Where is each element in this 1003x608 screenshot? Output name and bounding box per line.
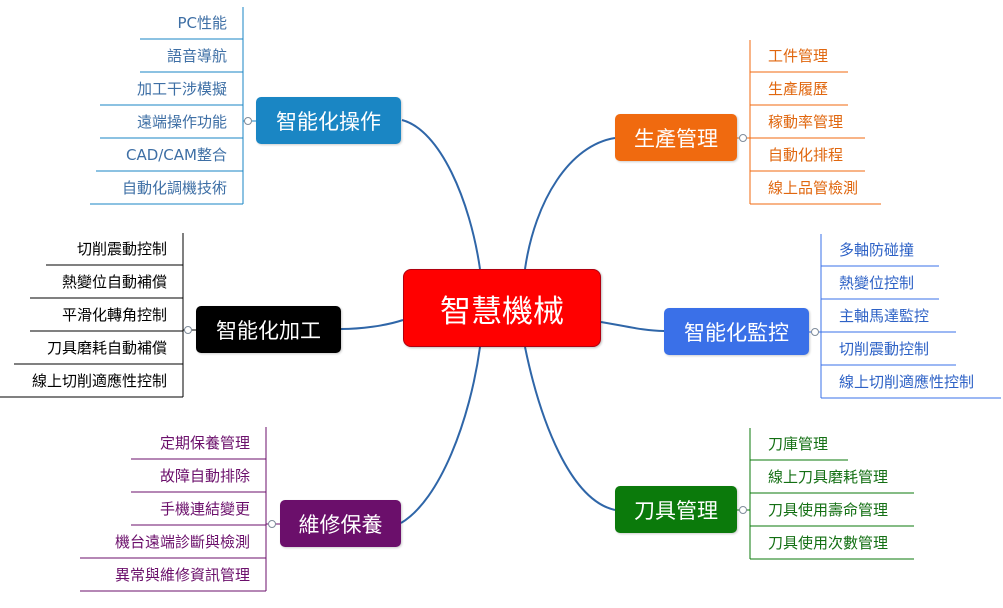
leaf-maintenance-3[interactable]: 手機連結變更 xyxy=(159,500,250,518)
leaf-maintenance-4[interactable]: 機台遠端診斷與檢測 xyxy=(114,533,250,551)
branch-production[interactable]: 生產管理 xyxy=(615,114,737,161)
leaf-smart-operation-1[interactable]: PC性能 xyxy=(177,14,227,32)
leaf-smart-operation-6[interactable]: 自動化調機技術 xyxy=(121,179,227,197)
expander-production[interactable] xyxy=(739,134,747,142)
leaf-maintenance-5[interactable]: 異常與維修資訊管理 xyxy=(114,566,250,584)
leaf-smart-monitoring-5[interactable]: 線上切削適應性控制 xyxy=(839,373,975,391)
leaf-tool-management-1[interactable]: 刀庫管理 xyxy=(768,435,829,453)
leaf-production-1[interactable]: 工件管理 xyxy=(768,47,829,65)
leaf-production-5[interactable]: 線上品管檢測 xyxy=(768,179,859,197)
branch-smart-operation[interactable]: 智能化操作 xyxy=(256,97,401,144)
leaf-smart-machining-2[interactable]: 熱變位自動補償 xyxy=(61,273,167,291)
link-maintenance xyxy=(400,346,481,524)
center-node[interactable]: 智慧機械 xyxy=(403,269,601,347)
leaf-smart-machining-1[interactable]: 切削震動控制 xyxy=(76,240,167,258)
leaf-smart-operation-2[interactable]: 語音導航 xyxy=(166,47,227,65)
link-tool-management xyxy=(524,346,616,511)
leaf-smart-monitoring-2[interactable]: 熱變位控制 xyxy=(839,274,915,292)
leaf-production-3[interactable]: 稼動率管理 xyxy=(768,113,844,131)
expander-maintenance[interactable] xyxy=(268,520,276,528)
leaf-smart-monitoring-4[interactable]: 切削震動控制 xyxy=(839,340,930,358)
branch-smart-monitoring[interactable]: 智能化監控 xyxy=(664,308,809,355)
leaf-smart-machining-3[interactable]: 平滑化轉角控制 xyxy=(61,306,167,324)
expander-smart-machining[interactable] xyxy=(184,326,192,334)
leaf-maintenance-2[interactable]: 故障自動排除 xyxy=(159,467,250,485)
link-smart-operation xyxy=(401,119,481,270)
link-smart-monitoring xyxy=(600,321,665,332)
link-production xyxy=(524,137,616,270)
leaf-smart-machining-4[interactable]: 刀具磨耗自動補償 xyxy=(46,339,167,357)
link-smart-machining xyxy=(340,319,404,330)
leaf-production-4[interactable]: 自動化排程 xyxy=(768,146,844,164)
expander-smart-operation[interactable] xyxy=(244,117,252,125)
leaf-smart-monitoring-3[interactable]: 主軸馬達監控 xyxy=(839,307,930,325)
leaf-smart-operation-4[interactable]: 遠端操作功能 xyxy=(136,113,227,131)
leaf-smart-monitoring-1[interactable]: 多軸防碰撞 xyxy=(839,241,915,259)
branch-tool-management[interactable]: 刀具管理 xyxy=(615,486,737,533)
leaf-smart-operation-5[interactable]: CAD/CAM整合 xyxy=(125,146,227,164)
expander-smart-monitoring[interactable] xyxy=(811,328,819,336)
leaf-production-2[interactable]: 生產履歷 xyxy=(768,80,829,98)
expander-tool-management[interactable] xyxy=(739,506,747,514)
leaf-smart-machining-5[interactable]: 線上切削適應性控制 xyxy=(31,372,167,390)
leaf-smart-operation-3[interactable]: 加工干涉模擬 xyxy=(136,80,227,98)
leaf-tool-management-2[interactable]: 線上刀具磨耗管理 xyxy=(768,468,889,486)
leaf-maintenance-1[interactable]: 定期保養管理 xyxy=(159,434,250,452)
leaf-tool-management-4[interactable]: 刀具使用次數管理 xyxy=(768,534,889,552)
branch-smart-machining[interactable]: 智能化加工 xyxy=(196,306,341,353)
leaf-tool-management-3[interactable]: 刀具使用壽命管理 xyxy=(768,501,889,519)
branch-maintenance[interactable]: 維修保養 xyxy=(280,500,401,547)
